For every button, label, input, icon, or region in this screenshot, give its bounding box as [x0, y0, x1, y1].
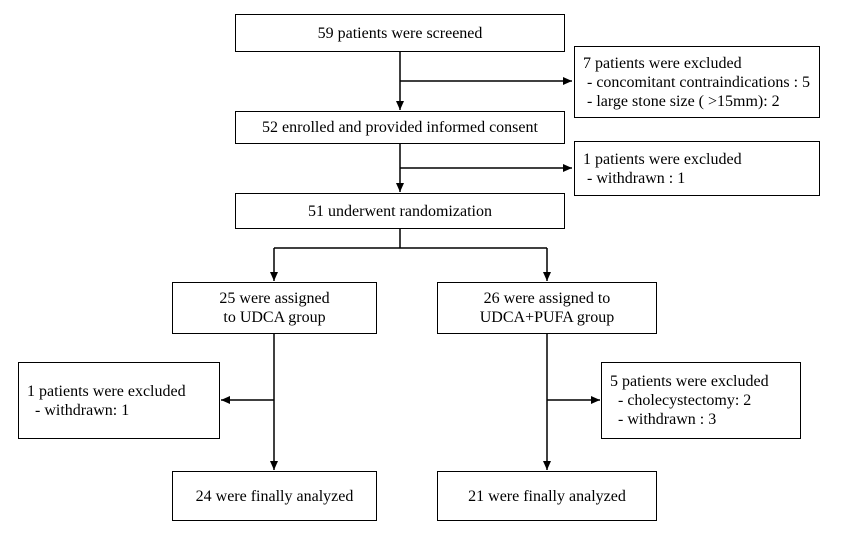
excluded-udca-title: 1 patients were excluded: [27, 382, 186, 400]
enrolled-box: 52 enrolled and provided informed consen…: [235, 111, 565, 144]
randomized-text: 51 underwent randomization: [308, 202, 492, 220]
excluded-2-title: 1 patients were excluded: [583, 150, 742, 168]
pufa-group-box: 26 were assigned to UDCA+PUFA group: [437, 282, 657, 334]
pufa-group-line2: UDCA+PUFA group: [479, 309, 615, 326]
excluded-1-title: 7 patients were excluded: [583, 54, 742, 72]
excluded-1-item: - large stone size ( >15mm): 2: [583, 92, 780, 110]
analyzed-udca-box: 24 were finally analyzed: [172, 471, 377, 521]
udca-group-box: 25 were assigned to UDCA group: [172, 282, 377, 334]
excluded-1-item: - concomitant contraindications : 5: [583, 73, 811, 91]
analyzed-pufa-text: 21 were finally analyzed: [468, 487, 626, 505]
analyzed-udca-text: 24 were finally analyzed: [195, 487, 354, 505]
udca-group-line1: 25 were assigned: [219, 290, 330, 307]
enrolled-text: 52 enrolled and provided informed consen…: [262, 119, 538, 136]
screened-box: 59 patients were screened: [235, 14, 565, 52]
excluded-pufa-box: 5 patients were excluded - cholecystecto…: [601, 362, 801, 439]
excluded-pufa-title: 5 patients were excluded: [610, 373, 769, 390]
analyzed-pufa-box: 21 were finally analyzed: [437, 471, 657, 521]
excluded-box-2: 1 patients were excluded - withdrawn : 1: [574, 141, 820, 196]
randomized-box: 51 underwent randomization: [235, 193, 565, 229]
excluded-pufa-item: - withdrawn : 3: [610, 411, 717, 428]
pufa-group-line1: 26 were assigned to: [483, 290, 611, 307]
excluded-udca-item: - withdrawn: 1: [27, 401, 130, 419]
screened-text: 59 patients were screened: [317, 24, 483, 42]
excluded-2-item: - withdrawn : 1: [583, 169, 686, 187]
excluded-udca-box: 1 patients were excluded - withdrawn: 1: [18, 362, 220, 439]
excluded-pufa-item: - cholecystectomy: 2: [610, 392, 752, 409]
excluded-box-1: 7 patients were excluded - concomitant c…: [574, 46, 820, 118]
udca-group-line2: to UDCA group: [223, 309, 326, 326]
